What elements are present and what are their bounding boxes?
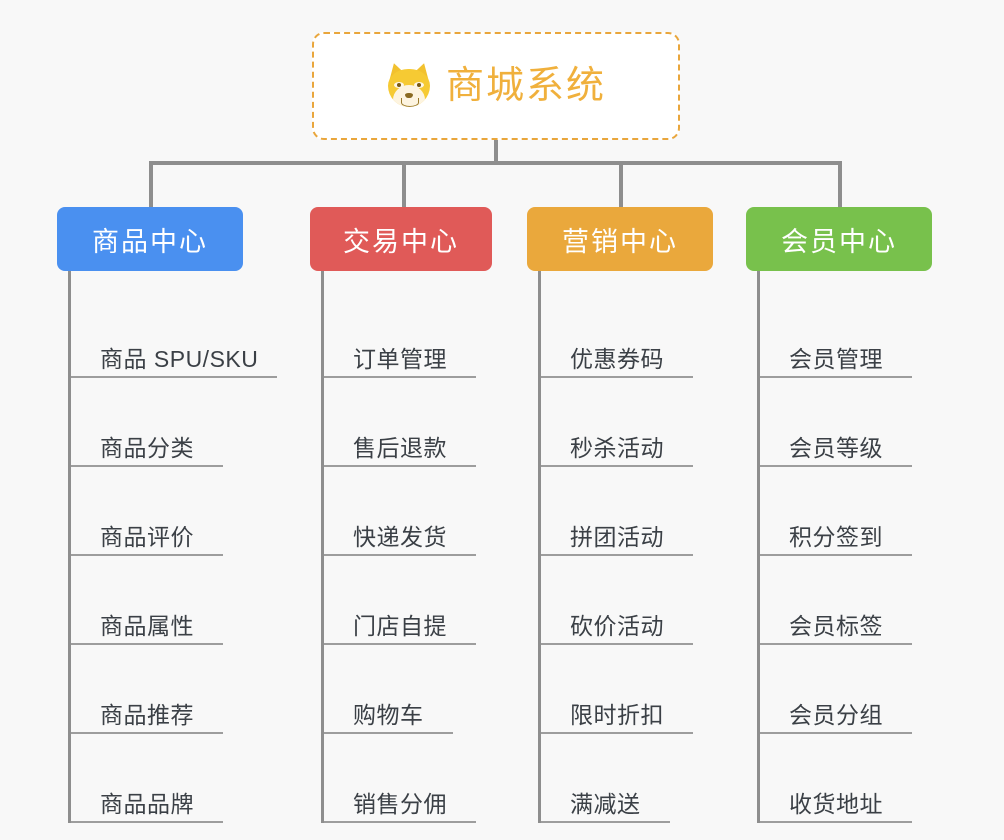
leaf-item[interactable]: 满减送 [541, 734, 670, 823]
leaf-item-label: 快递发货 [353, 523, 447, 550]
leaf-item[interactable]: 会员等级 [760, 378, 912, 467]
leaf-item[interactable]: 门店自提 [324, 556, 476, 645]
leaf-item[interactable]: 售后退款 [324, 378, 476, 467]
leaf-list-trade-center: 订单管理售后退款快递发货门店自提购物车销售分佣 [321, 271, 492, 823]
category-header-product-center[interactable]: 商品中心 [57, 207, 243, 271]
leaf-item-label: 会员分组 [789, 701, 883, 728]
leaf-item[interactable]: 会员标签 [760, 556, 912, 645]
column-marketing-center: 营销中心优惠券码秒杀活动拼团活动砍价活动限时折扣满减送 [527, 207, 713, 823]
column-product-center: 商品中心商品 SPU/SKU 商品分类商品评价商品属性商品推荐商品品牌 [57, 207, 277, 823]
category-header-trade-center[interactable]: 交易中心 [310, 207, 492, 271]
leaf-item-label: 收货地址 [789, 790, 883, 817]
category-header-label: 交易中心 [343, 226, 459, 257]
leaf-item-label: 商品属性 [100, 612, 194, 639]
connector-root-stem [494, 140, 498, 164]
leaf-item-label: 商品分类 [100, 434, 194, 461]
leaf-item-label: 拼团活动 [570, 523, 664, 550]
leaf-item[interactable]: 订单管理 [324, 289, 476, 378]
column-member-center: 会员中心会员管理会员等级积分签到会员标签会员分组收货地址 [746, 207, 932, 823]
category-header-member-center[interactable]: 会员中心 [746, 207, 932, 271]
leaf-item-label: 砍价活动 [570, 612, 664, 639]
leaf-item[interactable]: 限时折扣 [541, 645, 693, 734]
root-title: 商城系统 [445, 65, 606, 107]
category-header-label: 营销中心 [562, 226, 678, 257]
leaf-item-label: 满减送 [570, 790, 641, 817]
leaf-item[interactable]: 砍价活动 [541, 556, 693, 645]
leaf-list-product-center: 商品 SPU/SKU 商品分类商品评价商品属性商品推荐商品品牌 [68, 271, 277, 823]
category-header-marketing-center[interactable]: 营销中心 [527, 207, 713, 271]
category-header-label: 会员中心 [781, 226, 897, 257]
leaf-item[interactable]: 商品 SPU/SKU [71, 289, 277, 378]
leaf-item-label: 会员等级 [789, 434, 883, 461]
connector-bus-bar [149, 161, 841, 165]
leaf-item-label: 商品推荐 [100, 701, 194, 728]
leaf-item[interactable]: 会员管理 [760, 289, 912, 378]
leaf-item-label: 销售分佣 [353, 790, 447, 817]
leaf-item[interactable]: 商品品牌 [71, 734, 223, 823]
shiba-dog-face-icon [385, 60, 433, 109]
leaf-item[interactable]: 拼团活动 [541, 467, 693, 556]
connector-drop-trade-center [402, 161, 406, 207]
leaf-item[interactable]: 销售分佣 [324, 734, 476, 823]
leaf-item-label: 商品 SPU/SKU [100, 345, 259, 372]
leaf-item[interactable]: 收货地址 [760, 734, 912, 823]
leaf-item[interactable]: 购物车 [324, 645, 453, 734]
leaf-item-label: 会员管理 [789, 345, 883, 372]
leaf-item[interactable]: 商品评价 [71, 467, 223, 556]
leaf-item-label: 售后退款 [353, 434, 447, 461]
leaf-item-label: 限时折扣 [570, 701, 664, 728]
connector-drop-product-center [149, 161, 153, 207]
leaf-item-label: 秒杀活动 [570, 434, 664, 461]
root-node[interactable]: 商城系统 [312, 32, 680, 140]
connector-drop-member-center [838, 161, 842, 207]
leaf-item[interactable]: 商品分类 [71, 378, 223, 467]
leaf-item[interactable]: 积分签到 [760, 467, 912, 556]
leaf-item-label: 门店自提 [353, 612, 447, 639]
leaf-item-label: 优惠券码 [570, 345, 664, 372]
leaf-item-label: 购物车 [353, 701, 424, 728]
leaf-list-marketing-center: 优惠券码秒杀活动拼团活动砍价活动限时折扣满减送 [538, 271, 713, 823]
leaf-item-label: 积分签到 [789, 523, 883, 550]
connector-drop-marketing-center [619, 161, 623, 207]
leaf-item[interactable]: 会员分组 [760, 645, 912, 734]
category-header-label: 商品中心 [92, 226, 208, 257]
leaf-item-label: 订单管理 [353, 345, 447, 372]
leaf-item[interactable]: 优惠券码 [541, 289, 693, 378]
leaf-item[interactable]: 快递发货 [324, 467, 476, 556]
leaf-item-label: 商品评价 [100, 523, 194, 550]
leaf-item[interactable]: 秒杀活动 [541, 378, 693, 467]
column-trade-center: 交易中心订单管理售后退款快递发货门店自提购物车销售分佣 [310, 207, 492, 823]
leaf-item-label: 会员标签 [789, 612, 883, 639]
leaf-item[interactable]: 商品属性 [71, 556, 223, 645]
leaf-item-label: 商品品牌 [100, 790, 194, 817]
leaf-item[interactable]: 商品推荐 [71, 645, 223, 734]
leaf-list-member-center: 会员管理会员等级积分签到会员标签会员分组收货地址 [757, 271, 932, 823]
